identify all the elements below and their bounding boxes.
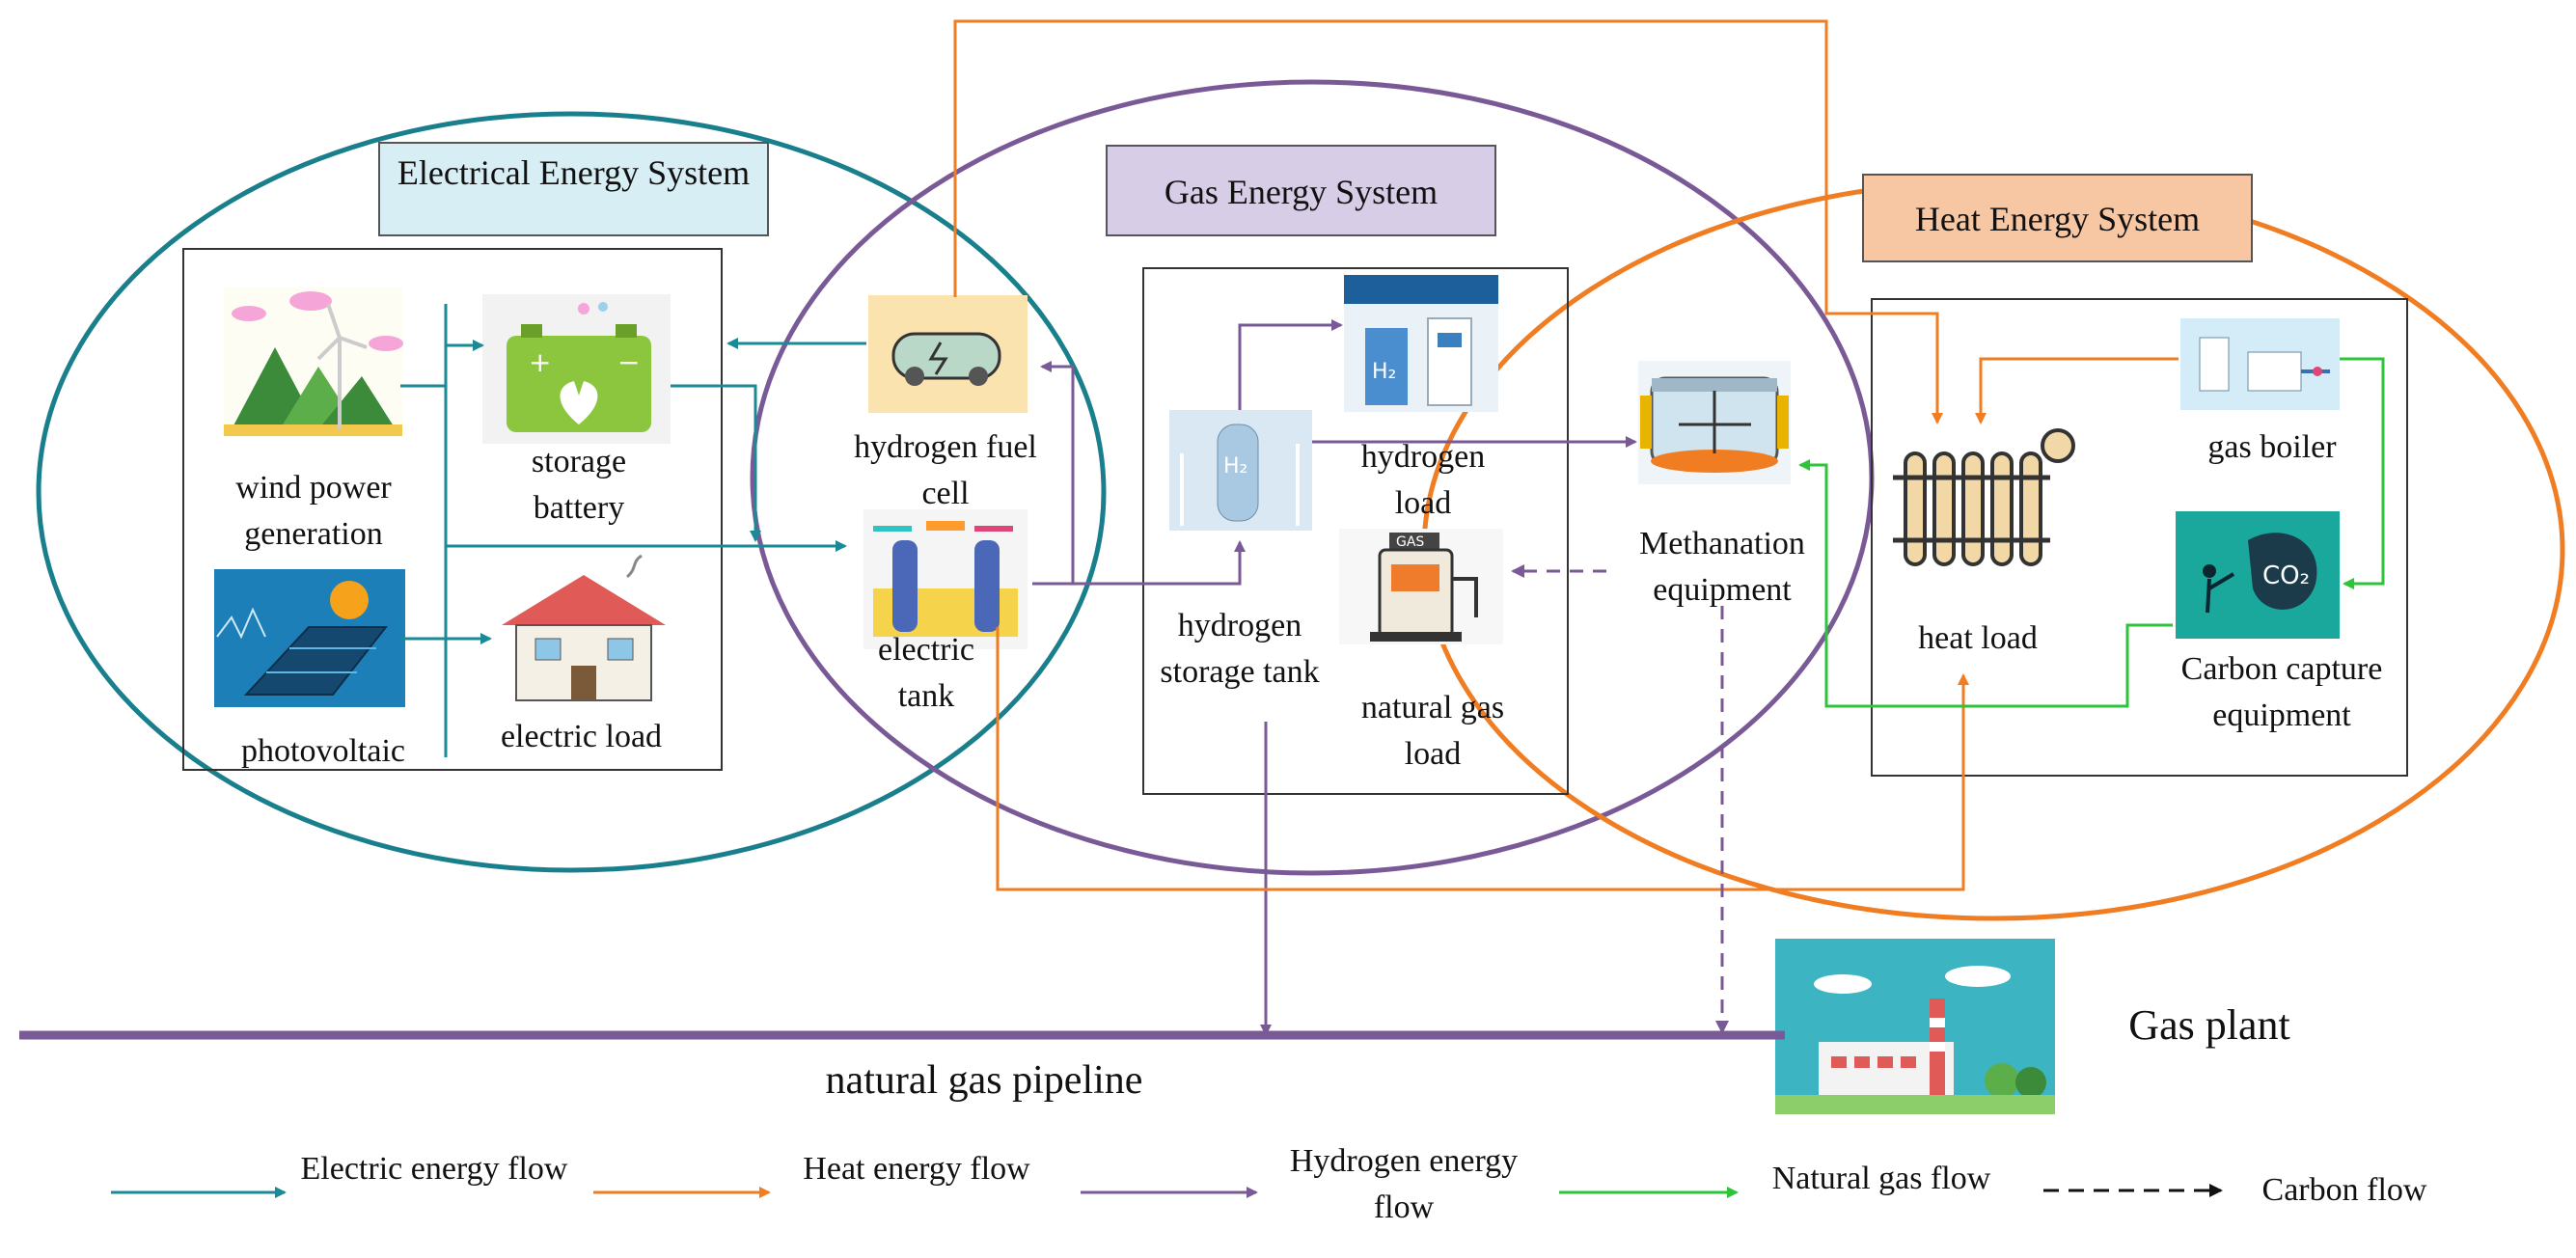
heat-components-box <box>1871 298 2408 777</box>
storage-battery-icon: + − <box>482 294 671 444</box>
heat-flow-lines <box>953 19 2179 891</box>
carbon-capture-icon: CO₂ <box>2176 511 2340 639</box>
natural-gas-flow-lines <box>1798 357 2385 708</box>
legend-carbon-label: Carbon flow <box>2261 1172 2427 1208</box>
svg-text:CO₂: CO₂ <box>2262 561 2310 590</box>
fuel-cell-icon <box>868 295 1028 413</box>
photovoltaic-label: photovoltaic <box>241 733 405 769</box>
heat-system-title: Heat Energy System <box>1862 174 2253 262</box>
house-icon <box>492 554 675 710</box>
methanation-reactor-icon <box>1638 361 1791 484</box>
fuel-cell-label: hydrogen fuel cell <box>854 429 1037 511</box>
electrical-components-box <box>182 248 723 771</box>
svg-text:GAS: GAS <box>1396 534 1424 550</box>
gas-boiler-label: gas boiler <box>2207 429 2337 465</box>
photovoltaic-icon <box>214 569 405 707</box>
electrical-system-title: Electrical Energy System <box>378 142 769 236</box>
electric-tank-label: electric tank <box>877 632 975 714</box>
gas-components-box <box>1142 267 1569 795</box>
storage-battery-label: storage battery <box>531 444 627 526</box>
hydrogen-station-icon: H₂ <box>1344 275 1498 412</box>
svg-text:+: + <box>529 346 551 378</box>
electrolyzer-icon <box>863 509 1028 649</box>
wind-turbine-icon <box>224 287 403 437</box>
carbon-capture-label: Carbon capture equipment <box>2180 651 2383 733</box>
gas-plant-label: Gas plant <box>2128 1001 2290 1049</box>
electrical-system-ellipse <box>36 111 1107 873</box>
legend-electric-label: Electric energy flow <box>300 1151 568 1187</box>
svg-text:H₂: H₂ <box>1223 454 1247 479</box>
heat-load-label: heat load <box>1918 620 2038 656</box>
gas-pump-icon: GAS <box>1339 529 1503 644</box>
electric-flow-lines <box>400 304 866 757</box>
legend-hydrogen-label: Hydrogen energy flow <box>1289 1143 1519 1225</box>
gas-plant-icon <box>1775 939 2055 1114</box>
legend-natural-gas-label: Natural gas flow <box>1771 1161 1991 1196</box>
carbon-flow-lines <box>1511 564 1729 1034</box>
wind-label: wind power generation <box>235 470 392 552</box>
electric-load-label: electric load <box>500 719 663 754</box>
gas-system-title: Gas Energy System <box>1106 145 1496 236</box>
hydrogen-storage-label: hydrogen storage tank <box>1160 608 1320 690</box>
radiator-icon <box>1891 424 2079 571</box>
pipeline-label: natural gas pipeline <box>825 1058 1143 1103</box>
svg-text:−: − <box>617 346 640 378</box>
methanation-label: Methanation equipment <box>1639 526 1805 608</box>
hydrogen-load-label: hydrogen load <box>1360 439 1486 521</box>
svg-text:H₂: H₂ <box>1372 360 1396 384</box>
natural-gas-load-label: natural gas load <box>1360 690 1505 772</box>
legend <box>111 1184 2223 1198</box>
gas-boiler-icon <box>2180 318 2340 410</box>
hydrogen-tank-icon: H₂ <box>1169 410 1312 531</box>
legend-heat-label: Heat energy flow <box>803 1151 1030 1187</box>
hydrogen-flow-lines <box>1032 319 1637 1036</box>
